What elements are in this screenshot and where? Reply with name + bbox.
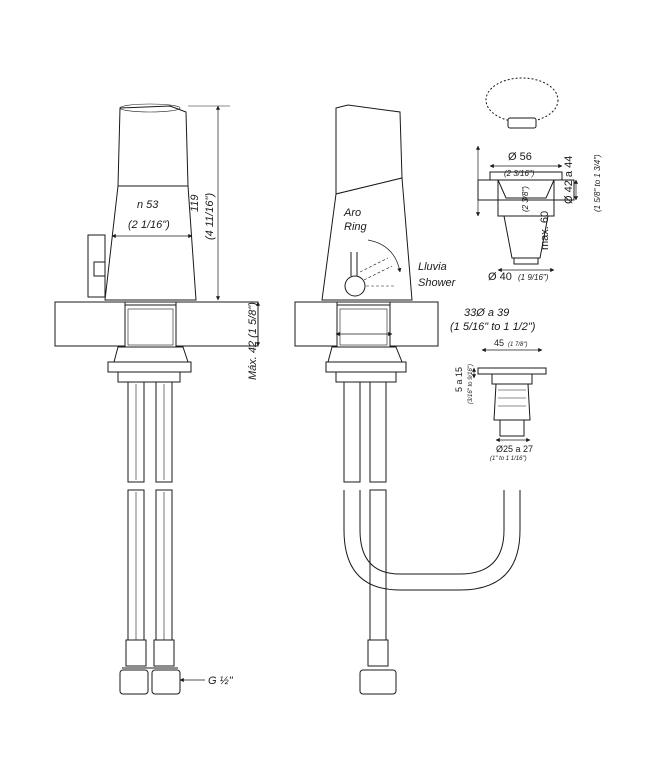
drain-bottom-width-label: 45	[494, 338, 504, 348]
shower-label-es: Lluvia	[418, 261, 447, 273]
drain-bottom-diameter-label: Ø25 a 27	[496, 444, 533, 454]
ring-label-es: Aro	[343, 207, 361, 219]
left-handle-cap	[117, 105, 189, 187]
drain-top-view: Ø 56 (2 3/16") max. 60 (2 3/8") Ø 42 a 4…	[475, 77, 602, 283]
left-spout-body	[104, 185, 197, 301]
left-height-label-in: (4 11/16")	[204, 193, 216, 240]
drain-bottom-thickness-label-in: (3/16" to 9/16")	[468, 364, 474, 404]
left-diameter-label-in: (2 1/16")	[128, 219, 170, 231]
drain-top-base-label-in: (1 9/16")	[518, 273, 549, 282]
left-hoses	[119, 381, 181, 695]
drain-bottom-diameter-label-in: (1" to 1 1/16")	[490, 456, 527, 462]
drain-top-hole-label: Ø 42 a 44	[563, 156, 575, 204]
shower-label-en: Shower	[418, 277, 457, 289]
center-hoses	[343, 381, 521, 695]
center-hole-label: 33Ø a 39	[464, 307, 509, 319]
drain-top-max-label: max. 60	[539, 211, 551, 250]
drain-top-max-label-in: (2 3/8")	[521, 186, 530, 212]
ring-label-en: Ring	[344, 221, 368, 233]
center-handle-cap	[335, 104, 403, 195]
chain-icon	[485, 77, 559, 123]
drain-bottom-view: 45 (1 7/8") 5 a 15 (3/16" to 9/16") Ø25 …	[454, 338, 547, 462]
drain-top-diameter-label-in: (2 3/16")	[504, 169, 535, 178]
left-diameter-label: n 53	[137, 199, 159, 211]
drain-top-hole-label-in: (1 5/8" to 1 3/4")	[593, 154, 602, 212]
left-height-label: 119	[189, 194, 201, 212]
center-lever-knob	[344, 275, 366, 297]
drain-top-diameter-label: Ø 56	[508, 151, 532, 163]
drain-top-base-label: Ø 40	[488, 271, 512, 283]
left-thread-label: G ½"	[208, 675, 234, 687]
center-view: Aro Ring Lluvia Shower 33Ø a 39 (1 5/16"…	[294, 104, 536, 695]
center-spout-body	[321, 177, 413, 301]
drain-bottom-width-label-in: (1 7/8")	[508, 342, 527, 348]
drain-bottom-thickness-label: 5 a 15	[454, 367, 464, 392]
left-view: n 53 (2 1/16") 119 (4 11/16") Máx. 42 (1…	[54, 103, 261, 695]
left-deck-label: Máx. 42 (1 5/8")	[247, 302, 259, 380]
center-hole-label-in: (1 5/16" to 1 1/2")	[450, 321, 536, 333]
